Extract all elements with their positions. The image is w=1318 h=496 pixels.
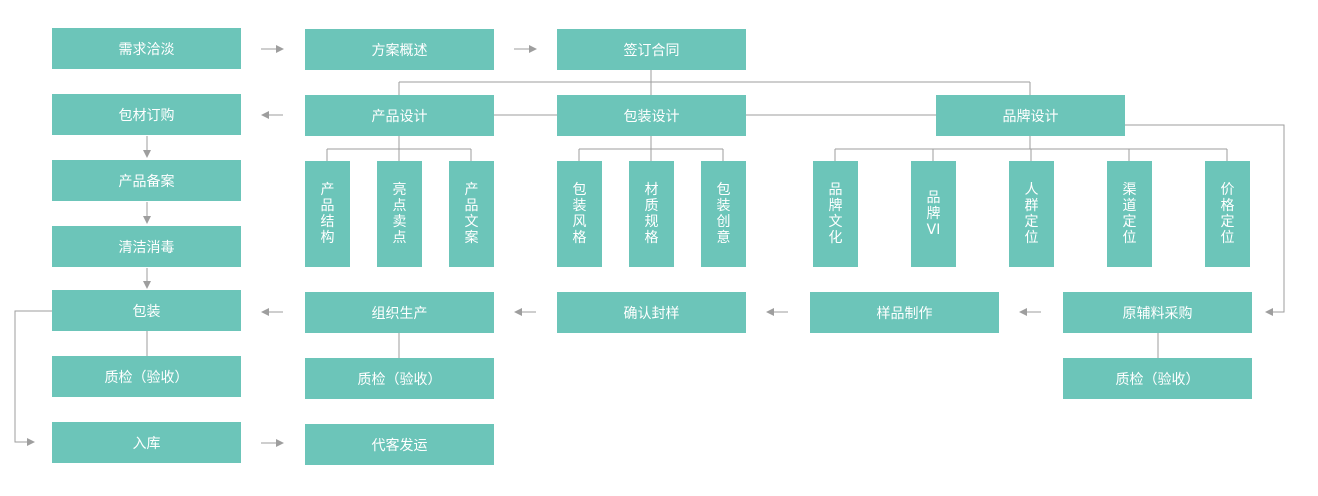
demand-box: 需求洽淡 xyxy=(52,28,241,69)
product-design-box: 产品设计 xyxy=(305,95,494,136)
channel-position-box: 渠道定位 xyxy=(1107,161,1152,267)
elbow-packing-to-warehouse xyxy=(14,310,52,446)
selling-points-box: 亮点卖点 xyxy=(377,161,422,267)
price-position-box: 价格定位 xyxy=(1205,161,1250,267)
production-box: 组织生产 xyxy=(305,292,494,333)
product-copy-label: 产品文案 xyxy=(464,182,479,246)
package-idea-box: 包装创意 xyxy=(701,161,746,267)
sample-making-box: 样品制作 xyxy=(810,292,999,333)
package-idea-label: 包装创意 xyxy=(716,182,731,246)
qc-raw-box: 质检（验收） xyxy=(1063,358,1252,399)
material-spec-label: 材质规格 xyxy=(644,182,659,246)
elbow-brand-to-raw-purchase xyxy=(1125,124,1285,316)
packing-box: 包装 xyxy=(52,290,241,331)
brand-vi-box: 品牌VI xyxy=(911,161,956,267)
brand-culture-box: 品牌文化 xyxy=(813,161,858,267)
product-structure-label: 产品结构 xyxy=(320,182,335,246)
package-style-box: 包装风格 xyxy=(557,161,602,267)
qc-production-box: 质检（验收） xyxy=(305,358,494,399)
product-copy-box: 产品文案 xyxy=(449,161,494,267)
product-filing-box: 产品备案 xyxy=(52,160,241,201)
qc-packing-box: 质检（验收） xyxy=(52,356,241,397)
dispatch-box: 代客发运 xyxy=(305,424,494,465)
selling-points-label: 亮点卖点 xyxy=(392,182,407,246)
material-purchase-box: 包材订购 xyxy=(52,94,241,135)
contract-box: 签订合同 xyxy=(557,29,746,70)
package-design-box: 包装设计 xyxy=(557,95,746,136)
cleaning-box: 清洁消毒 xyxy=(52,226,241,267)
channel-position-label: 渠道定位 xyxy=(1122,182,1137,246)
material-spec-box: 材质规格 xyxy=(629,161,674,267)
brand-vi-label: 品牌VI xyxy=(926,190,941,238)
confirm-sample-box: 确认封样 xyxy=(557,292,746,333)
brand-culture-label: 品牌文化 xyxy=(828,182,843,246)
product-structure-box: 产品结构 xyxy=(305,161,350,267)
warehouse-box: 入库 xyxy=(52,422,241,463)
brand-design-box: 品牌设计 xyxy=(936,95,1125,136)
raw-purchase-box: 原辅料采购 xyxy=(1063,292,1252,333)
price-position-label: 价格定位 xyxy=(1220,182,1235,246)
package-style-label: 包装风格 xyxy=(572,182,587,246)
audience-position-label: 人群定位 xyxy=(1024,182,1039,246)
proposal-box: 方案概述 xyxy=(305,29,494,70)
audience-position-box: 人群定位 xyxy=(1009,161,1054,267)
